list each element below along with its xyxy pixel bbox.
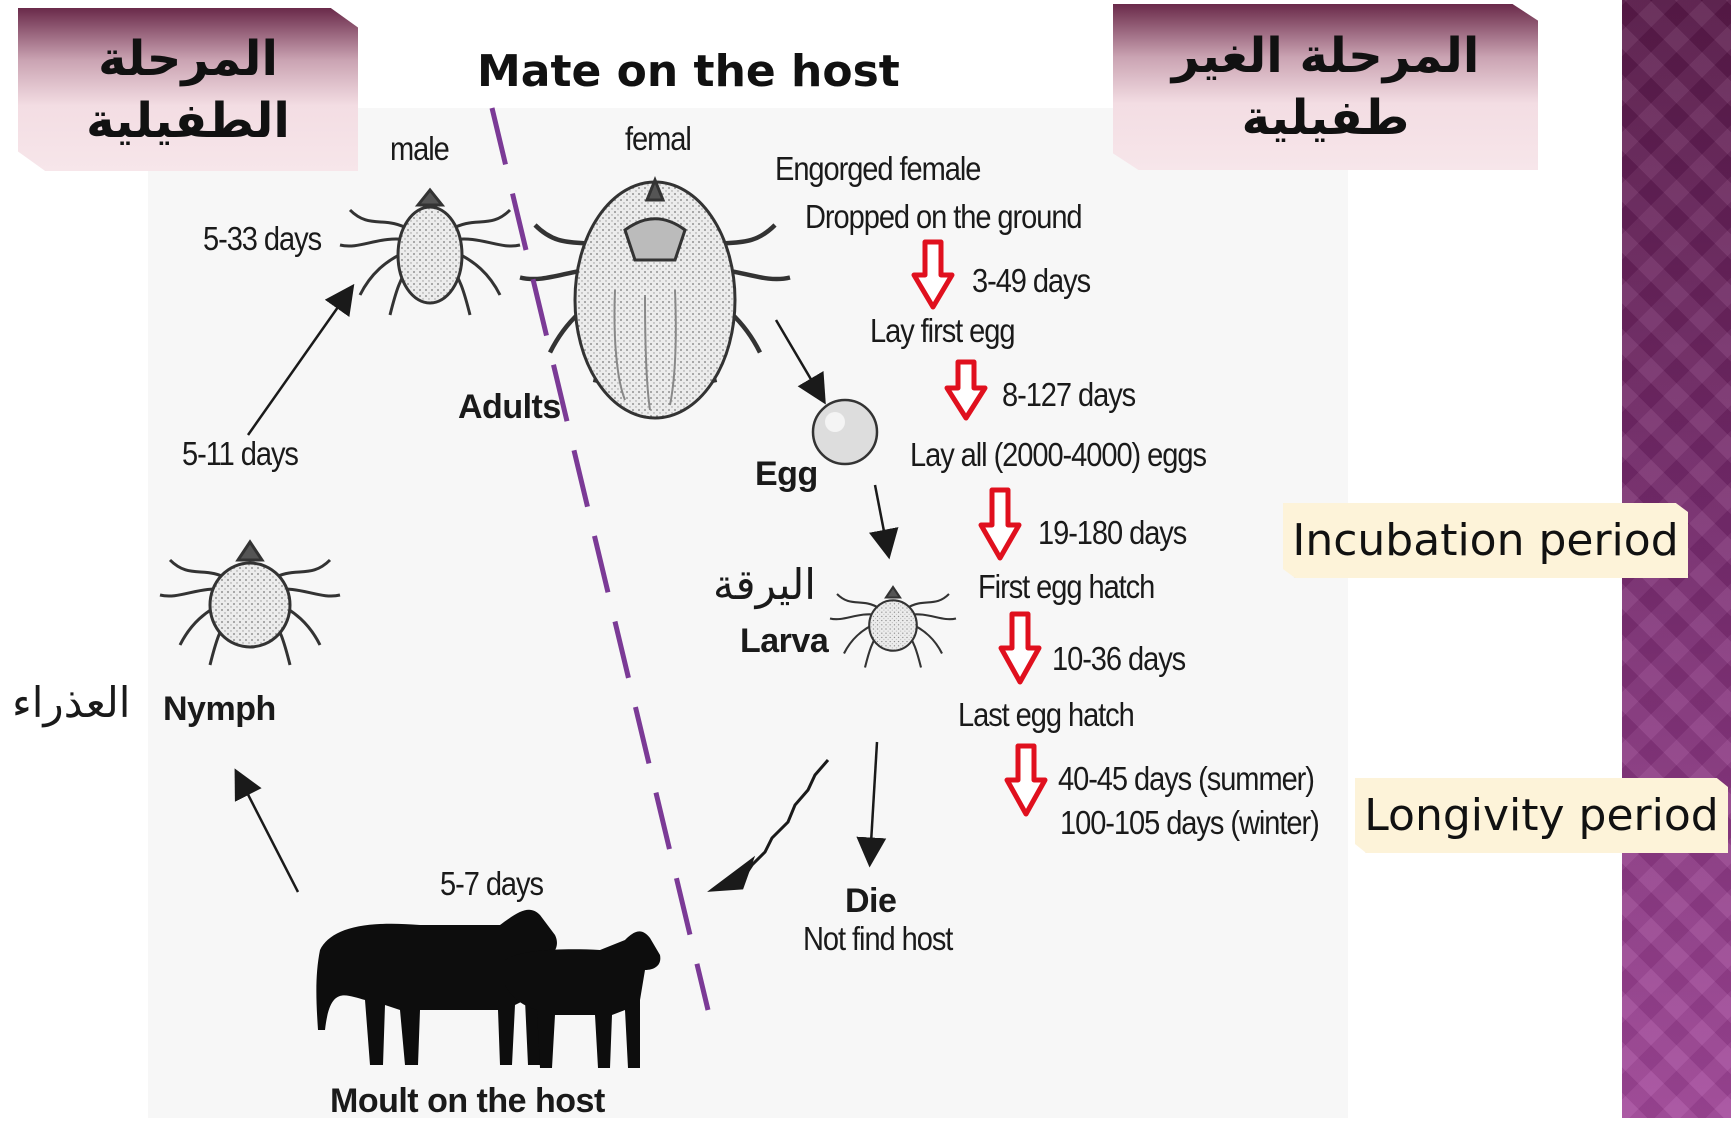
larva-label: Larva	[740, 622, 828, 661]
female-label: femal	[625, 120, 691, 158]
egg-label: Egg	[755, 455, 818, 494]
last-egg-hatch-label: Last egg hatch	[958, 696, 1134, 734]
nymph-duration: 5-11 days	[182, 435, 298, 473]
mate-on-host-label: Mate on the host	[477, 46, 900, 97]
banner-right-line2: طفيلية	[1172, 87, 1480, 149]
parasitic-stage-banner: المرحلة الطفيلية	[18, 8, 358, 171]
lay-first-egg-label: Lay first egg	[870, 312, 1014, 350]
banner-right-line1: المرحلة الغير	[1172, 25, 1480, 87]
dropped-label: Dropped on the ground	[805, 198, 1082, 236]
banner-left-line2: الطفيلية	[86, 90, 290, 152]
duration-2: 8-127 days	[1002, 376, 1135, 414]
adults-label: Adults	[458, 388, 561, 427]
moult-label: Moult on the host	[330, 1082, 605, 1121]
engorged-female-label: Engorged female	[775, 150, 980, 188]
male-label: male	[390, 130, 449, 168]
banner-left-line1: المرحلة	[86, 28, 290, 90]
larva-arabic-label: اليرقة	[713, 560, 816, 609]
moult-duration: 5-7 days	[440, 865, 543, 903]
nymph-label: Nymph	[163, 690, 276, 729]
tick-male-icon	[340, 190, 520, 315]
duration-3: 19-180 days	[1038, 514, 1186, 552]
cattle-icon	[316, 910, 660, 1068]
lay-all-eggs-label: Lay all (2000-4000) eggs	[910, 436, 1206, 474]
incubation-period-box: Incubation period	[1283, 503, 1688, 578]
male-duration: 5-33 days	[203, 220, 321, 258]
duration-1: 3-49 days	[972, 262, 1090, 300]
egg-icon	[813, 400, 877, 464]
not-find-host-label: Not find host	[803, 920, 952, 958]
non-parasitic-stage-banner: المرحلة الغير طفيلية	[1113, 4, 1538, 170]
tick-nymph-icon	[160, 542, 340, 665]
longivity-period-label: Longivity period	[1364, 790, 1718, 841]
duration-4: 10-36 days	[1052, 640, 1185, 678]
tick-larva-icon	[830, 587, 956, 668]
tick-female-icon	[520, 180, 790, 418]
duration-5-summer: 40-45 days (summer)	[1058, 760, 1314, 798]
host-arrow	[712, 760, 828, 890]
die-label: Die	[845, 882, 896, 921]
longivity-period-box: Longivity period	[1355, 778, 1728, 853]
incubation-period-label: Incubation period	[1292, 515, 1678, 566]
nymph-arabic-label: العذراء	[12, 678, 130, 727]
duration-5-winter: 100-105 days (winter)	[1060, 804, 1319, 842]
first-egg-hatch-label: First egg hatch	[978, 568, 1154, 606]
